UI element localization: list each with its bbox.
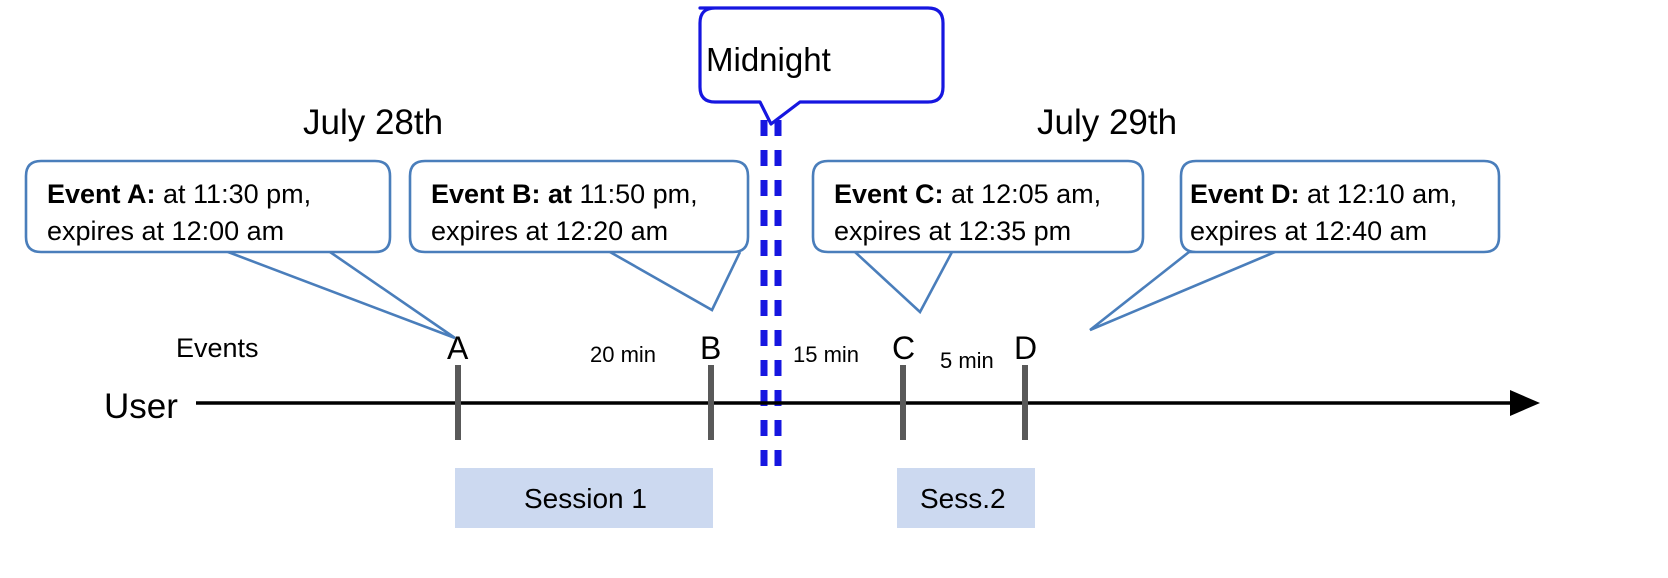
event-marker-label-d: D [1014,330,1037,366]
event-callout-c-shape [811,159,1145,254]
event-callout-d-line2: expires at 12:40 am [1190,216,1427,246]
session-band-2-label: Sess.2 [920,483,1006,514]
session-band-1[interactable]: Session 1 [455,468,713,528]
midnight-callout-shape [698,6,945,126]
event-callout-c-line1: Event C: at 12:05 am, [834,179,1101,209]
leader-line-event-a [227,250,456,340]
event-callout-c-line2: expires at 12:35 pm [834,216,1071,246]
gap-label-b-to-c: 15 min [793,342,859,367]
session-band-1-rect [455,468,713,528]
events-row-label: Events [176,333,259,363]
event-callout-b-line1: Event B: at 11:50 pm, [431,179,698,209]
event-callout-a[interactable]: Event A: at 11:30 pm, expires at 12:00 a… [24,159,392,254]
date-label-right: July 29th [1037,103,1177,142]
event-tick-marks [455,365,1028,440]
event-callout-b[interactable]: Event B: at 11:50 pm, expires at 12:20 a… [408,159,750,254]
callout-leader-lines [227,250,1276,340]
event-marker-label-a: A [447,330,469,366]
event-marker-label-b: B [700,330,721,366]
event-callout-b-line2: expires at 12:20 am [431,216,668,246]
timeline-arrowhead [1510,390,1540,416]
midnight-divider-lines [760,120,782,478]
midnight-callout-label: Midnight [706,41,831,78]
session-band-1-label: Session 1 [524,483,647,514]
gap-label-a-to-b: 20 min [590,342,656,367]
event-callout-a-line2: expires at 12:00 am [47,216,284,246]
event-callout-c[interactable]: Event C: at 12:05 am, expires at 12:35 p… [811,159,1145,254]
midnight-callout[interactable]: Midnight [698,6,945,126]
event-callout-b-shape [408,159,750,254]
leader-line-event-b [609,250,742,312]
session-band-2-rect [897,468,1035,528]
event-marker-label-c: C [892,330,915,366]
leader-line-event-d [1089,250,1276,332]
event-callout-d-shape [1179,159,1501,254]
user-row-label: User [104,387,178,426]
date-label-left: July 28th [303,103,443,142]
session-band-2[interactable]: Sess.2 [897,468,1035,528]
gap-label-c-to-d: 5 min [940,348,994,373]
event-callout-d-line1: Event D: at 12:10 am, [1190,179,1457,209]
event-callout-d[interactable]: Event D: at 12:10 am, expires at 12:40 a… [1179,159,1501,254]
event-callout-a-line1: Event A: at 11:30 pm, [47,179,311,209]
leader-line-event-c [854,251,954,315]
timeline-axis [196,390,1540,416]
event-callout-a-shape [24,159,392,254]
